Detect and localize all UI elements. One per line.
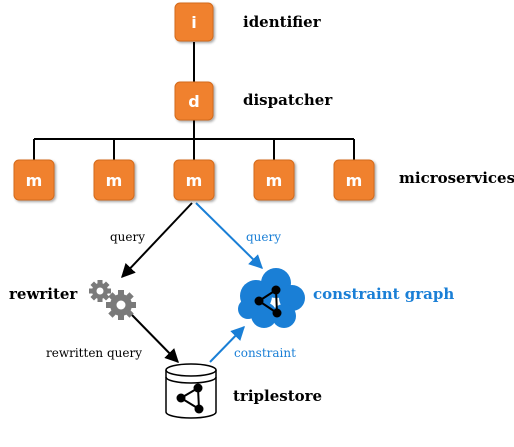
gears-icon (89, 280, 136, 320)
microservice-letter-2: m (106, 171, 123, 190)
cloud-graph-icon (238, 268, 305, 328)
identifier-node: i (174, 2, 214, 42)
microservice-letter-1: m (26, 171, 43, 190)
identifier-box (174, 2, 214, 42)
triplestore-label: triplestore (233, 387, 322, 405)
arrow-constraint-to-constraint-graph (209, 325, 245, 363)
edge-label-query-black: query (110, 230, 145, 244)
microservice-node-4: m (253, 159, 295, 201)
identifier-letter: i (191, 13, 196, 32)
dispatcher-box (174, 81, 214, 121)
arrow-rewritten-query-to-triplestore (131, 314, 179, 364)
microservice-letter-5: m (346, 171, 363, 190)
arrow-query-to-rewriter (121, 202, 193, 279)
microservice-node-1: m (13, 159, 55, 201)
microservice-letter-4: m (266, 171, 283, 190)
dispatcher-letter: d (188, 92, 199, 111)
edge-label-rewritten-query: rewritten query (46, 346, 142, 360)
constraint-graph-label: constraint graph (313, 285, 454, 303)
edge-label-query-blue: query (246, 230, 281, 244)
microservice-node-3: m (173, 159, 215, 201)
rewriter-label: rewriter (9, 285, 78, 303)
edge-label-constraint: constraint (234, 346, 296, 360)
microservice-node-5: m (333, 159, 375, 201)
identifier-label: identifier (243, 13, 322, 31)
database-graph-icon (165, 363, 217, 419)
microservices-label: microservices (399, 169, 514, 187)
arrow-query-to-constraint-graph (195, 202, 263, 269)
microservice-letter-3: m (186, 171, 203, 190)
dispatcher-node: d (174, 81, 214, 121)
microservice-node-2: m (93, 159, 135, 201)
dispatcher-label: dispatcher (243, 91, 333, 109)
